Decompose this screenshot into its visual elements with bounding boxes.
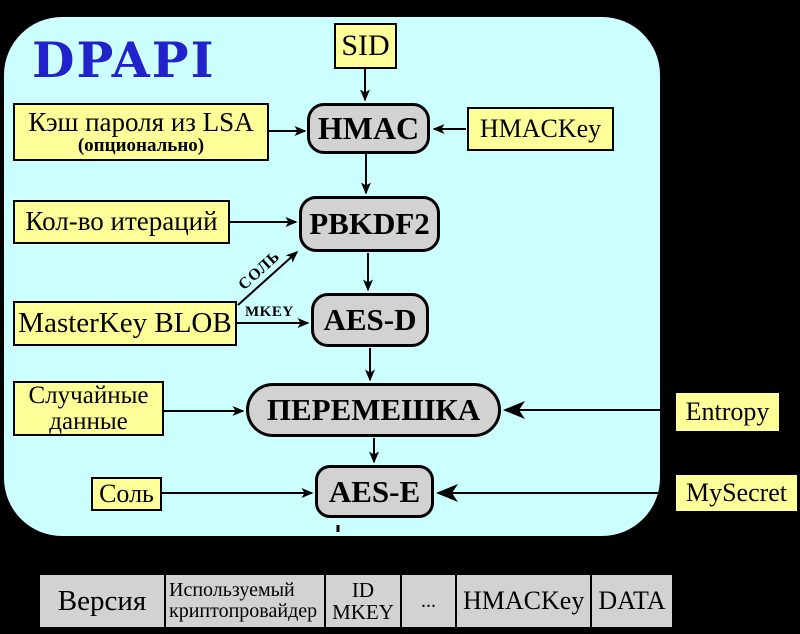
node-hmac-label: HMAC: [317, 110, 420, 146]
edge-label-mkey: MKEY: [245, 304, 294, 320]
node-aes-d-label: AES-D: [323, 302, 417, 337]
node-iterations: Кол-во итераций: [13, 200, 230, 244]
node-sid-label: SID: [341, 28, 390, 62]
node-hmackey-input: HMACKey: [467, 107, 614, 151]
node-mysecret-label: MySecret: [685, 477, 788, 507]
blob-cell-ellipsis: ...: [400, 573, 457, 629]
blob-cell-hmackey-label: HMACKey: [463, 586, 585, 616]
node-mix: ПЕРЕМЕШКА: [246, 383, 501, 437]
node-salt-label: Соль: [99, 478, 154, 508]
node-hmac: HMAC: [307, 103, 430, 154]
diagram-title: DPAPI: [32, 31, 216, 89]
node-random-data: Случайные данные: [13, 381, 164, 436]
blob-cell-version-label: Версия: [57, 584, 147, 617]
node-masterkey-blob-label: MasterKey BLOB: [18, 306, 232, 339]
blob-cell-ellipsis-label: ...: [421, 589, 436, 612]
node-pbkdf2: PBKDF2: [299, 196, 440, 252]
blob-cell-id-mkey-line2: MKEY: [332, 600, 394, 624]
node-iterations-label: Кол-во итераций: [25, 206, 218, 237]
blob-structure-table: Версия Используемый криптопровайдер ID M…: [38, 573, 674, 629]
blob-cell-cryptoprovider-line2: криптопровайдер: [169, 600, 318, 622]
node-lsa-cache-line2: (опционально): [77, 135, 205, 157]
node-aes-e: AES-E: [315, 465, 434, 518]
blob-cell-id-mkey: ID MKEY: [324, 573, 402, 629]
blob-cell-cryptoprovider-line1: Используемый: [169, 579, 295, 601]
node-mix-label: ПЕРЕМЕШКА: [266, 392, 481, 427]
node-random-data-line2: данные: [49, 407, 128, 435]
blob-cell-version: Версия: [38, 573, 166, 629]
blob-cell-hmackey: HMACKey: [454, 573, 593, 629]
node-sid: SID: [334, 23, 397, 69]
node-masterkey-blob: MasterKey BLOB: [13, 301, 237, 346]
blob-structure-row: Версия Используемый криптопровайдер ID M…: [38, 573, 674, 629]
node-mysecret: MySecret: [674, 473, 799, 513]
node-pbkdf2-label: PBKDF2: [309, 206, 430, 241]
node-entropy: Entropy: [674, 391, 781, 433]
blob-cell-cryptoprovider: Используемый криптопровайдер: [164, 573, 326, 629]
node-aes-e-label: AES-E: [328, 473, 421, 509]
blob-cell-id-mkey-line1: ID: [351, 577, 375, 602]
node-random-data-line1: Случайные: [28, 382, 149, 409]
dpapi-panel: [4, 17, 660, 536]
blob-cell-data-label: DATA: [598, 586, 666, 616]
node-hmackey-input-label: HMACKey: [479, 113, 602, 143]
blob-cell-data: DATA: [590, 573, 674, 629]
node-lsa-cache: Кэш пароля из LSA (опционально): [13, 103, 269, 161]
node-salt: Соль: [91, 477, 162, 511]
node-aes-d: AES-D: [311, 293, 429, 347]
node-lsa-cache-line1: Кэш пароля из LSA: [28, 106, 254, 137]
node-entropy-label: Entropy: [685, 396, 770, 426]
